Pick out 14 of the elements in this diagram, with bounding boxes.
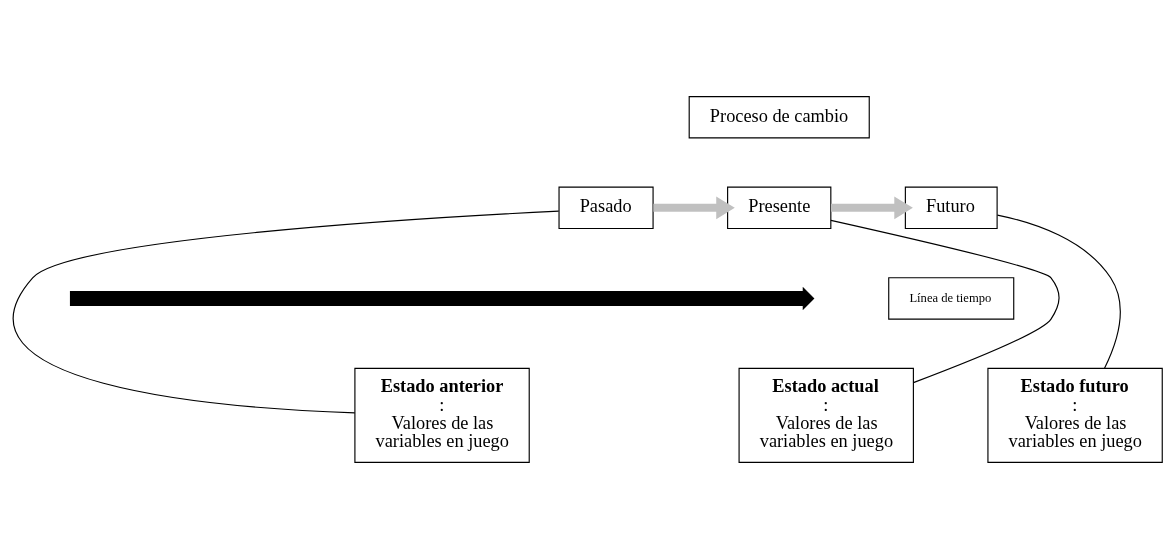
node-box: Presente [727,186,832,229]
connector [996,214,1121,369]
connector [13,210,560,413]
node-box: Proceso de cambio [688,95,870,138]
node-box: Estado actual : Valores de las variables en juego [738,367,914,463]
node-box: Línea de tiempo [888,276,1015,320]
node-box: Estado futuro : Valores de las variables en juego [987,367,1163,463]
node-box: Futuro [904,186,998,229]
node-box: Estado anterior : Valores de las variables en juego [354,367,530,463]
node-arrow [69,286,815,310]
arrow [653,195,735,219]
connector [830,219,1060,383]
node-box: Pasado [558,186,654,229]
arrow [830,195,913,219]
